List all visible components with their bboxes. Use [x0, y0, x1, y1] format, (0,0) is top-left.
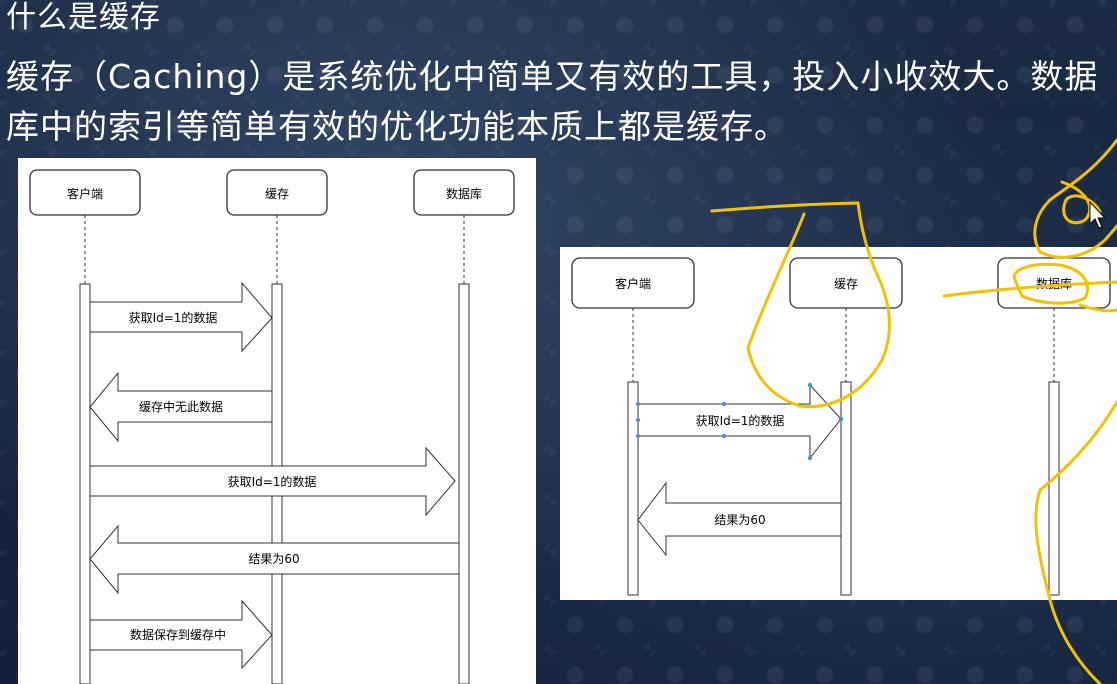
annotation-stroke [1033, 138, 1117, 259]
mouse-cursor-icon [1089, 200, 1107, 229]
participant-label: 数据库 [446, 186, 482, 201]
sequence-diagram-left[interactable]: 客户端 缓存 数据库 获取Id=1的数据 缓存中无此数据 获取Id=1的数据 [18, 158, 536, 684]
annotation-stroke [1060, 180, 1102, 225]
annotation-stroke [710, 201, 860, 213]
message-arrow[interactable]: 数据保存到缓存中 [89, 599, 273, 670]
participant-label: 缓存 [834, 277, 858, 291]
slide-paragraph: 缓存（Caching）是系统优化中简单又有效的工具，投入小收效大。数据库中的索引… [6, 57, 1099, 146]
message-label: 结果为60 [714, 513, 765, 527]
activation-client [79, 283, 91, 684]
slide-heading: 什么是缓存 [6, 0, 161, 35]
sequence-diagram-right[interactable]: 客户端 缓存 数据库 获取Id=1的数据 结果为60 [560, 247, 1117, 600]
participant-label: 客户端 [67, 186, 103, 201]
participant-client[interactable]: 客户端 [571, 257, 695, 309]
participant-client[interactable]: 客户端 [29, 169, 141, 216]
message-arrow[interactable]: 获取Id=1的数据 [89, 446, 456, 517]
message-label: 数据保存到缓存中 [130, 627, 226, 642]
message-arrow[interactable]: 结果为60 [89, 524, 460, 595]
message-label: 获取Id=1的数据 [696, 413, 785, 428]
activation-cache [840, 381, 852, 596]
participant-database[interactable]: 数据库 [997, 257, 1111, 309]
participant-label: 缓存 [265, 187, 289, 201]
participant-database[interactable]: 数据库 [413, 169, 515, 216]
activation-database [1048, 381, 1060, 596]
participant-cache[interactable]: 缓存 [226, 169, 328, 216]
participant-cache[interactable]: 缓存 [789, 257, 903, 309]
participant-label: 客户端 [615, 276, 651, 291]
activation-client [627, 381, 639, 596]
message-arrow-selected[interactable]: 获取Id=1的数据 [635, 382, 844, 461]
message-arrow[interactable]: 结果为60 [637, 481, 842, 557]
activation-database [458, 283, 470, 684]
message-arrow[interactable]: 缓存中无此数据 [89, 371, 273, 443]
message-label: 结果为60 [248, 552, 299, 566]
participant-label: 数据库 [1036, 276, 1072, 291]
message-label: 获取Id=1的数据 [129, 310, 218, 325]
message-label: 缓存中无此数据 [139, 399, 223, 414]
message-arrow[interactable]: 获取Id=1的数据 [89, 281, 273, 353]
message-label: 获取Id=1的数据 [228, 474, 317, 489]
